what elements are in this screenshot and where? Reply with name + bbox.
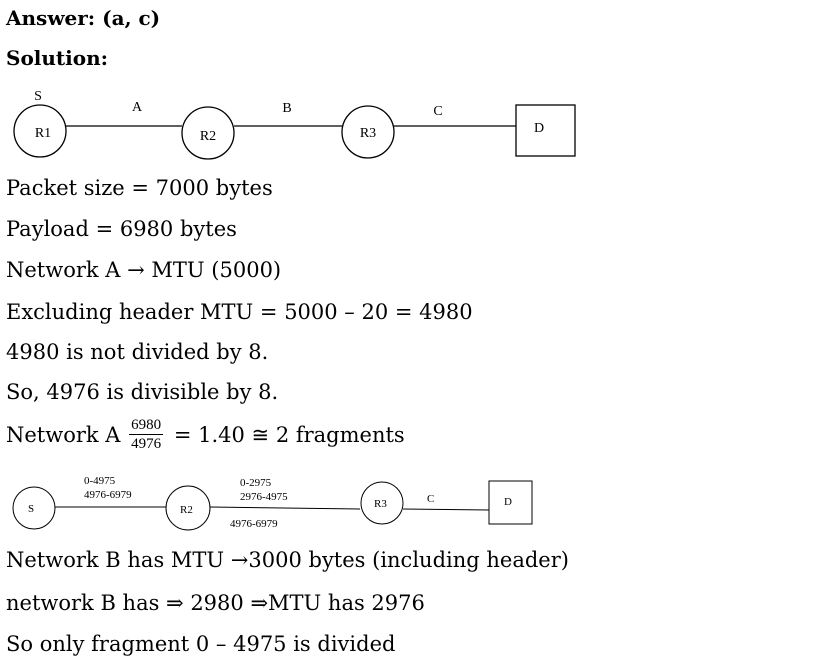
router-r3-node [360, 481, 404, 525]
s-r2-fragment-2: 4976-6979 [84, 489, 132, 501]
r2-r3-fragment-1: 0-2975 [240, 477, 272, 489]
not-divided-line: 4980 is not divided by 8. [6, 340, 269, 364]
fraction-numerator: 6980 [129, 417, 164, 435]
link-r3-d-line [402, 508, 490, 511]
fragmentation-diagram: S R2 R3 C D 0-4975 4976-6979 0-2975 2976… [12, 475, 533, 531]
router-r3-node [341, 105, 395, 159]
s-r2-fragment-1: 0-4975 [84, 475, 116, 487]
router-r1-node [13, 104, 67, 158]
router-r1-label: R1 [35, 126, 51, 141]
packet-size-line: Packet size = 7000 bytes [6, 176, 273, 200]
fraction-suffix: = 1.40 ≅ 2 fragments [173, 423, 405, 447]
network-b-mtu-line: Network B has MTU →3000 bytes (including… [6, 548, 569, 572]
router-r2-label: R2 [200, 129, 216, 144]
link-r2-r3-line [209, 506, 361, 510]
divisible-line: So, 4976 is divisible by 8. [6, 380, 279, 404]
fraction-prefix: Network A [6, 423, 121, 447]
destination-node [488, 480, 533, 525]
router-r2-label: R2 [180, 504, 193, 516]
router-r2-node [181, 106, 235, 160]
solution-heading: Solution: [6, 46, 109, 70]
network-topology-diagram: S A B C R1 R2 R3 D [13, 89, 576, 160]
network-a-label: A [132, 100, 143, 115]
fraction-denominator: 4976 [131, 436, 162, 452]
router-r3-label: R3 [360, 126, 376, 141]
link-c-label: C [427, 493, 434, 505]
router-r3-label: R3 [374, 498, 387, 510]
network-b-label: B [282, 101, 291, 116]
only-fragment-line: So only fragment 0 – 4975 is divided [6, 632, 396, 656]
destination-label: D [504, 496, 512, 508]
source-node [12, 486, 56, 530]
payload-line: Payload = 6980 bytes [6, 217, 237, 241]
network-a-mtu-line: Network A → MTU (5000) [6, 258, 282, 282]
network-b-implies-line: network B has ⇒ 2980 ⇒MTU has 2976 [6, 591, 425, 615]
r2-r3-fragment-3: 4976-6979 [230, 518, 278, 530]
destination-label: D [534, 121, 544, 136]
source-label: S [34, 89, 42, 104]
fraction: 6980 4976 [129, 416, 164, 453]
fragment-count-line: Network A 6980 4976 = 1.40 ≅ 2 fragments [6, 416, 405, 455]
destination-node [515, 104, 576, 157]
excluding-header-line: Excluding header MTU = 5000 – 20 = 4980 [6, 300, 473, 324]
source-label: S [28, 503, 34, 515]
r2-r3-fragment-2: 2976-4975 [240, 491, 288, 503]
router-r2-node [165, 485, 211, 531]
network-c-label: C [433, 104, 442, 119]
answer-heading: Answer: (a, c) [6, 6, 161, 30]
